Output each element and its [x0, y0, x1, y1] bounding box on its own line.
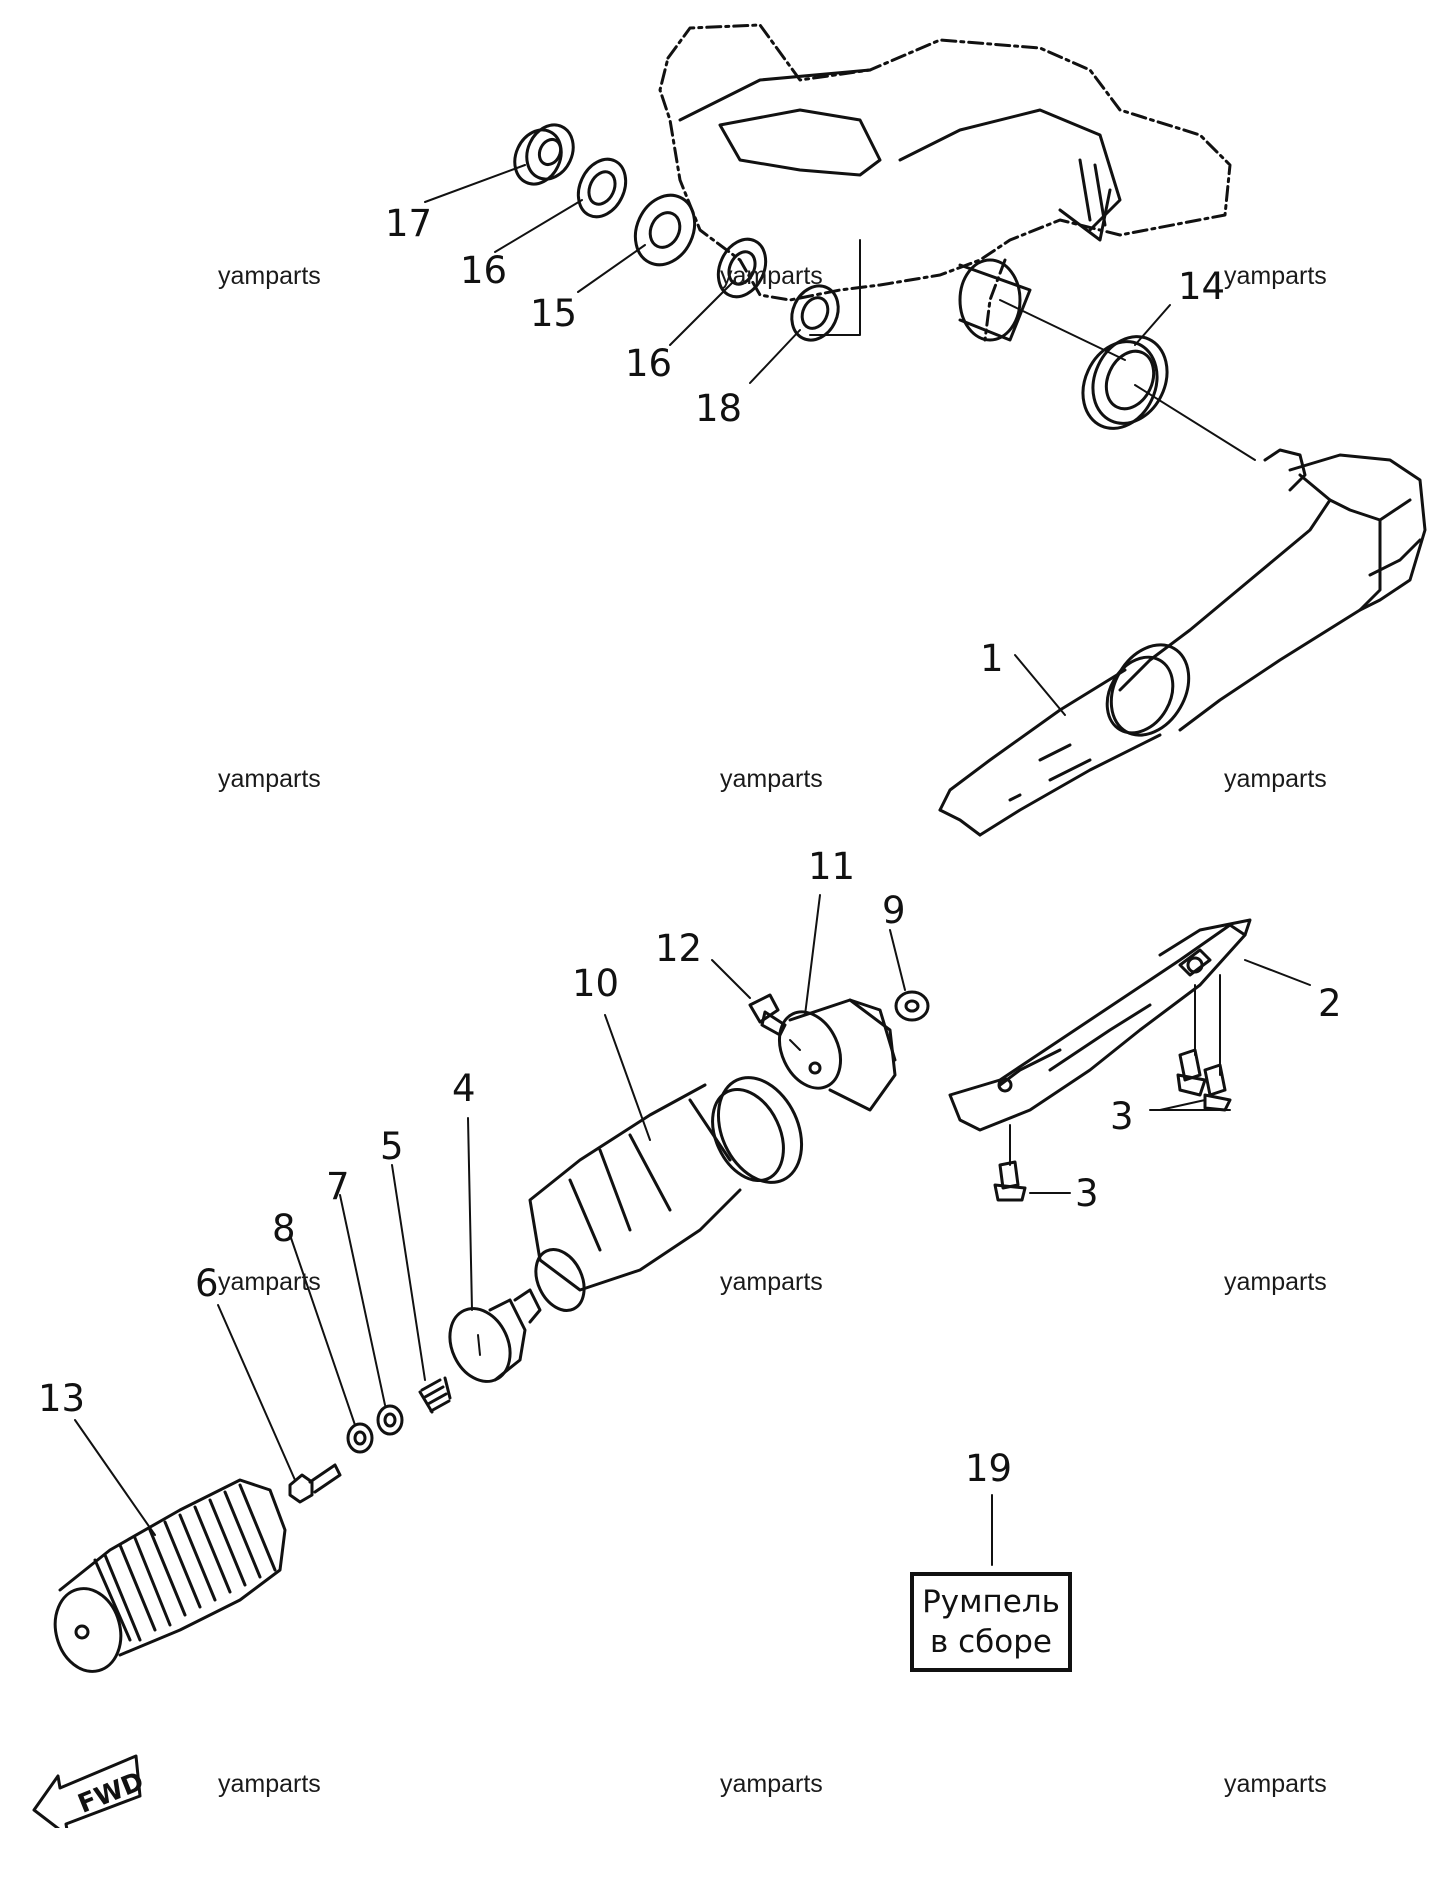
callout-14: 14 — [1178, 265, 1226, 308]
watermark: yamparts — [218, 765, 321, 793]
watermark: yamparts — [1224, 1770, 1327, 1798]
callout-15: 15 — [530, 292, 578, 335]
part-9-nut — [894, 990, 930, 1022]
callout-3-lower: 3 — [1075, 1172, 1099, 1215]
part-2-throttle-shaft — [948, 918, 1252, 1166]
watermark: yamparts — [1224, 262, 1327, 290]
assembly-label-box: Румпель в сборе — [910, 1572, 1072, 1672]
part-10-grip-sleeve — [528, 1076, 804, 1312]
assembly-label-line2: в сборе — [929, 1624, 1052, 1660]
callout-16-lower: 16 — [625, 342, 673, 385]
part-17-nut — [513, 123, 575, 186]
callout-7: 7 — [326, 1165, 350, 1208]
callout-1: 1 — [980, 637, 1004, 680]
part-18-circlip — [790, 284, 840, 342]
part-16-washer-upper — [576, 157, 628, 219]
callout-3-upper: 3 — [1110, 1095, 1134, 1138]
part-5-spring — [418, 1376, 452, 1414]
watermark: yamparts — [720, 262, 823, 290]
callout-2: 2 — [1318, 982, 1342, 1025]
part-13-grip — [53, 1478, 287, 1673]
callout-17: 17 — [385, 202, 433, 245]
assembly-label-line1: Румпель — [922, 1583, 1060, 1620]
part-14-bushing — [1081, 335, 1169, 430]
watermark: yamparts — [218, 1770, 321, 1798]
bracket-housing — [658, 23, 1232, 342]
watermark: yamparts — [720, 1268, 823, 1296]
callout-16-upper: 16 — [460, 249, 508, 292]
callout-12: 12 — [655, 927, 703, 970]
watermark: yamparts — [720, 765, 823, 793]
fwd-arrow-icon: FWD — [32, 1754, 148, 1828]
part-11-band — [778, 998, 897, 1112]
watermark: yamparts — [218, 262, 321, 290]
part-12-screw — [748, 993, 801, 1051]
watermark: yamparts — [720, 1770, 823, 1798]
callout-10: 10 — [572, 962, 620, 1005]
callout-9: 9 — [882, 889, 906, 932]
part-4-cap — [448, 1288, 542, 1383]
part-7-washer — [376, 1404, 404, 1436]
part-8-washer — [346, 1422, 374, 1454]
part-3-screws — [993, 1048, 1232, 1202]
part-16-washer-lower — [716, 237, 768, 299]
leader-lines — [74, 164, 1311, 1566]
watermark: yamparts — [218, 1268, 321, 1296]
callout-19: 19 — [965, 1447, 1013, 1490]
callout-18: 18 — [695, 387, 743, 430]
part-15-plate — [633, 193, 697, 267]
callout-4: 4 — [452, 1067, 476, 1110]
callout-13: 13 — [38, 1377, 86, 1420]
callout-8: 8 — [272, 1207, 296, 1250]
part-1-tiller-arm — [938, 448, 1427, 837]
part-6-screw — [288, 1463, 342, 1504]
callout-11: 11 — [808, 845, 856, 888]
callout-5: 5 — [380, 1125, 404, 1168]
watermark: yamparts — [1224, 1268, 1327, 1296]
watermark: yamparts — [1224, 765, 1327, 793]
fwd-arrow-label: FWD — [74, 1766, 148, 1819]
callout-6: 6 — [195, 1262, 219, 1305]
